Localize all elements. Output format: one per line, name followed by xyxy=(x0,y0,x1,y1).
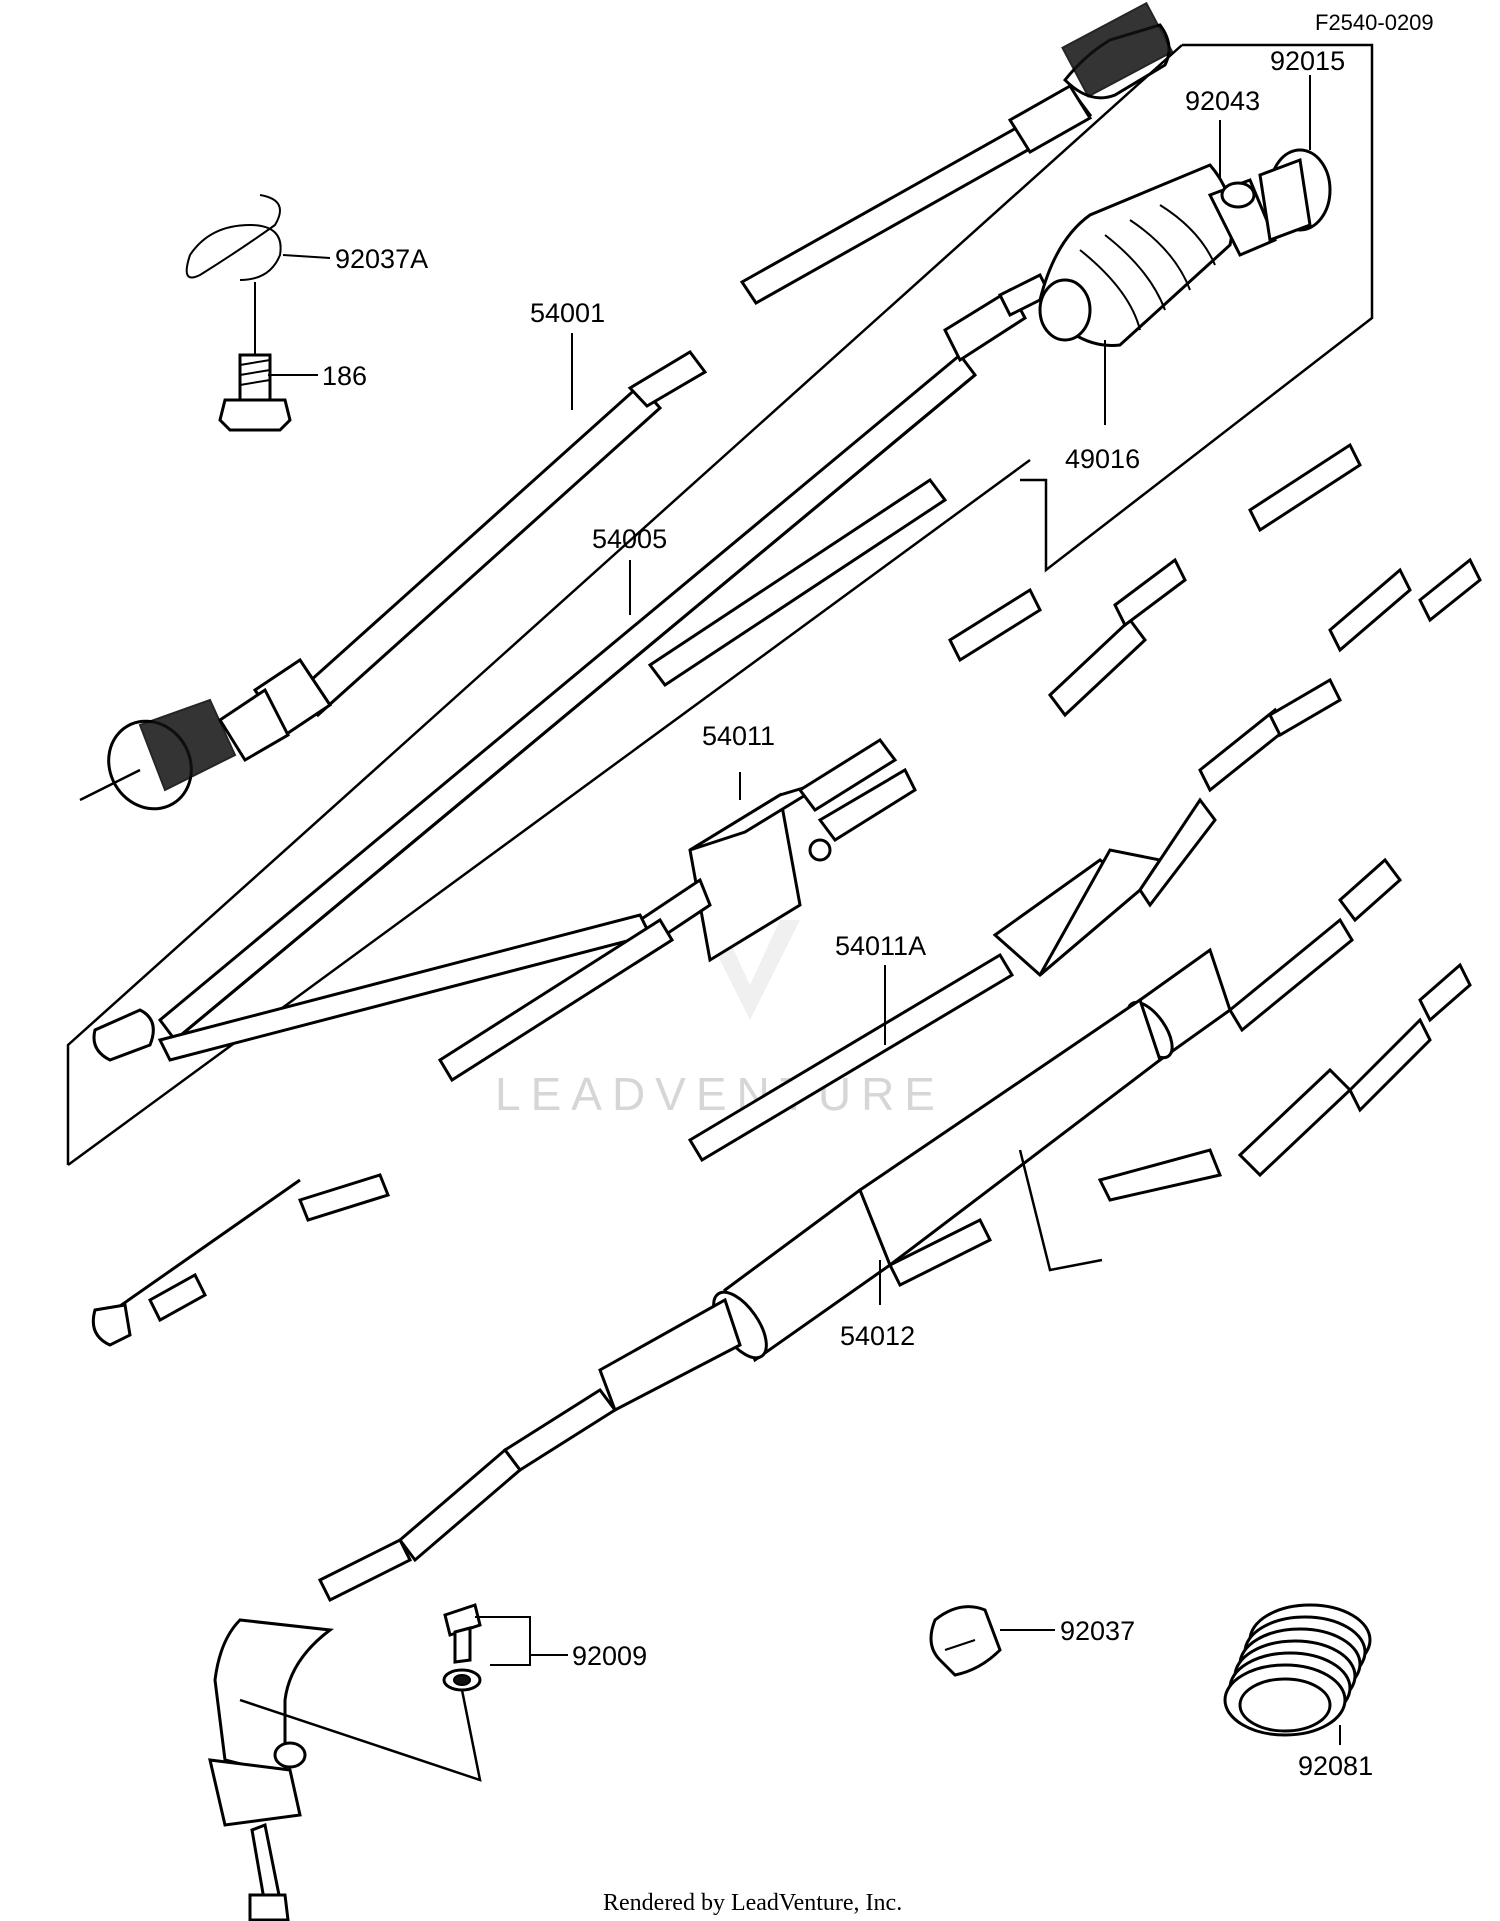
label-54011: 54011 xyxy=(702,721,775,751)
rubber-boot-49016[interactable] xyxy=(1038,163,1234,347)
label-92009: 92009 xyxy=(572,1641,647,1671)
label-49016: 49016 xyxy=(1065,444,1140,474)
throttle-cable-54011[interactable] xyxy=(91,442,1362,1347)
spring-92081[interactable] xyxy=(1223,1603,1372,1737)
cable-54005-box xyxy=(66,43,1374,1167)
label-92037A: 92037A xyxy=(335,244,428,274)
label-92081: 92081 xyxy=(1298,1751,1373,1781)
label-54011A: 54011A xyxy=(835,931,926,961)
throttle-cable-54011A[interactable] xyxy=(687,557,1482,1163)
screw-92009[interactable] xyxy=(239,1603,482,1782)
label-54012: 54012 xyxy=(840,1321,915,1351)
label-186: 186 xyxy=(322,361,367,391)
label-92037: 92037 xyxy=(1060,1616,1135,1646)
cable-54005[interactable] xyxy=(92,272,1053,1062)
adjuster-nut-92015[interactable] xyxy=(1258,148,1332,243)
footer-credit: Rendered by LeadVenture, Inc. xyxy=(603,1890,902,1916)
bolt-186[interactable] xyxy=(218,282,292,432)
clip-92037[interactable] xyxy=(929,1605,1002,1677)
watermark-text: LEADVENTURE xyxy=(495,1068,945,1120)
label-54001: 54001 xyxy=(530,298,605,328)
choke-cable-54012[interactable] xyxy=(208,857,1472,1921)
label-54005: 54005 xyxy=(592,524,667,554)
speedometer-cable-54001[interactable] xyxy=(79,1,1174,824)
adjuster-92043[interactable] xyxy=(1207,178,1277,257)
clamp-92037A[interactable] xyxy=(185,194,282,281)
diagram-code: F2540-0209 xyxy=(1315,10,1434,35)
label-92043: 92043 xyxy=(1185,86,1260,116)
label-92015: 92015 xyxy=(1270,46,1345,76)
leader-lines xyxy=(268,75,1341,1745)
